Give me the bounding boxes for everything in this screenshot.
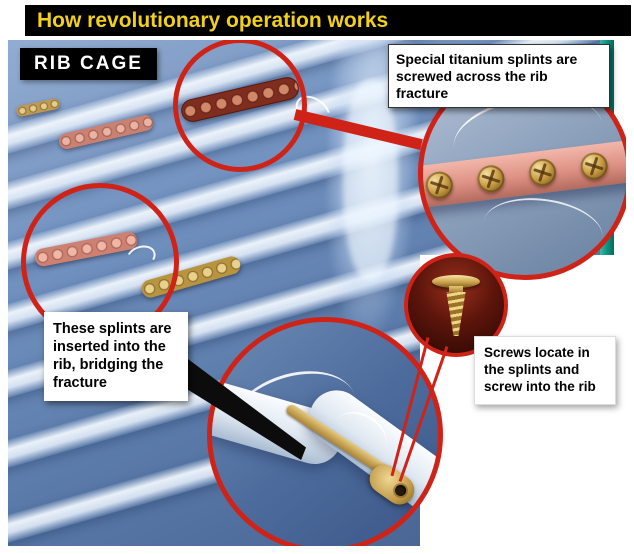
callout-circle-rib-closeup bbox=[207, 317, 443, 546]
note-box-screws: Screws locate in the splints and screw i… bbox=[474, 336, 616, 405]
note-box-inserted: These splints are inserted into the rib,… bbox=[44, 312, 188, 401]
sternum-highlight bbox=[343, 80, 398, 280]
note-box-splints: Special titanium splints are screwed acr… bbox=[388, 44, 610, 109]
screw-head-icon bbox=[423, 169, 454, 200]
screw-head bbox=[432, 275, 480, 288]
screw-head-icon bbox=[526, 156, 558, 188]
callout-ring-top-splint bbox=[173, 40, 307, 172]
screw-head-icon bbox=[475, 163, 506, 194]
screw-hole bbox=[392, 482, 409, 499]
screw-head-icon bbox=[578, 150, 609, 181]
header-title: How revolutionary operation works bbox=[37, 8, 389, 32]
header-banner: How revolutionary operation works bbox=[25, 5, 631, 36]
screws-note-text: Screws locate in the splints and screw i… bbox=[484, 345, 596, 394]
screw-neck bbox=[449, 286, 463, 293]
suture-wire bbox=[479, 190, 607, 270]
label-box-rib-cage: RIB CAGE bbox=[20, 48, 157, 80]
splints-note-text: Special titanium splints are screwed acr… bbox=[396, 51, 578, 101]
screw-shaft bbox=[446, 292, 466, 336]
rib-cage-label: RIB CAGE bbox=[34, 53, 143, 74]
inserted-note-text: These splints are inserted into the rib,… bbox=[53, 321, 172, 392]
diagram-canvas: RIB CAGE Special titanium splints are sc… bbox=[8, 40, 626, 546]
